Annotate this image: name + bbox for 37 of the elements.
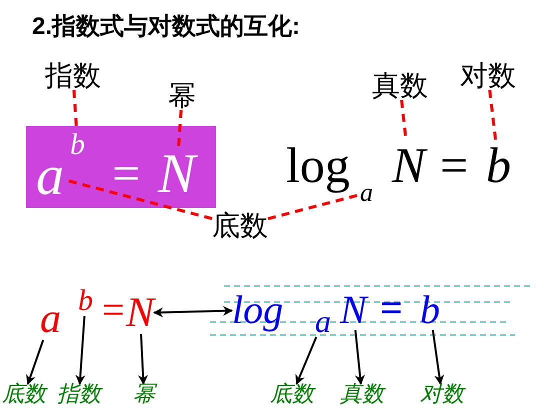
math-symbol: b	[70, 130, 85, 160]
math-symbol: a	[36, 148, 64, 204]
highlight-box	[26, 126, 216, 208]
term-label: 对数	[460, 62, 516, 90]
math-symbol: N	[126, 292, 154, 334]
arrow	[75, 316, 86, 385]
arrow	[26, 340, 44, 385]
double-arrow	[153, 306, 233, 318]
leader-line	[268, 193, 360, 220]
math-symbol: a	[40, 298, 61, 340]
math-symbol: a	[315, 305, 331, 337]
term-label: 底数	[2, 384, 46, 406]
equals-sign: =	[112, 148, 140, 198]
math-symbol: b	[78, 286, 93, 316]
equals-sign: =	[440, 140, 468, 190]
math-symbol: a	[360, 180, 373, 206]
arrow	[295, 336, 318, 385]
math-symbol: N	[158, 146, 196, 202]
math-symbol: N	[340, 290, 367, 330]
arrow	[354, 330, 365, 385]
term-label: 底数	[212, 212, 268, 240]
term-label: 幂	[168, 82, 196, 110]
arrow	[138, 334, 148, 385]
term-label: 真数	[372, 72, 428, 100]
term-label: 对数	[420, 384, 464, 406]
term-label: 指数	[45, 62, 101, 90]
term-label: 底数	[270, 384, 314, 406]
term-label: 指数	[57, 384, 101, 406]
leader-line	[488, 90, 498, 140]
arrow	[432, 330, 444, 385]
leader-line	[177, 110, 183, 146]
equals-sign: =	[102, 290, 125, 330]
math-symbol: b	[486, 140, 511, 190]
math-symbol: N	[392, 140, 426, 190]
title: 2.指数式与对数式的互化:	[32, 15, 300, 39]
term-label: 幂	[133, 384, 155, 406]
term-label: 真数	[340, 384, 384, 406]
